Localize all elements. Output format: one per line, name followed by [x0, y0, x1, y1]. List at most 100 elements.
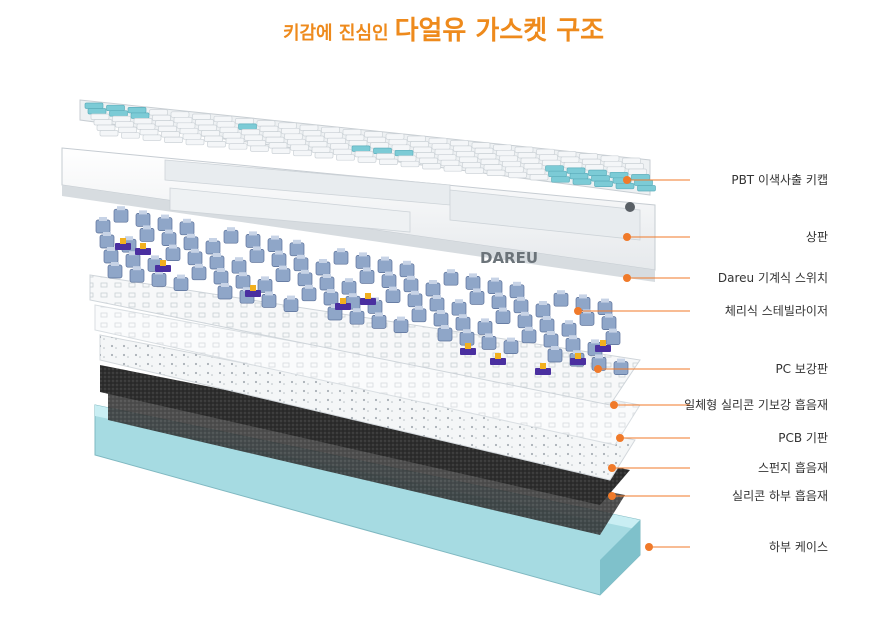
- layer-label: PCB 기판: [778, 431, 828, 445]
- keycap: [96, 124, 116, 131]
- silicone-bottom-absorber: [108, 392, 625, 535]
- switch-stem: [133, 266, 141, 271]
- stabilizer-stem: [120, 238, 126, 244]
- switch: [107, 264, 123, 279]
- switch-stem: [539, 301, 547, 305]
- keycap: [637, 185, 656, 192]
- switch-stem: [213, 253, 221, 257]
- keycap: [287, 138, 306, 146]
- switch-stem: [151, 255, 159, 260]
- switch-stem: [455, 299, 463, 304]
- keycap: [465, 167, 484, 174]
- keycap: [462, 162, 481, 169]
- keycap: [348, 140, 368, 147]
- layer-label: 하부 케이스: [769, 540, 828, 554]
- switch: [165, 247, 181, 261]
- switch: [139, 228, 155, 242]
- keycap: [118, 126, 137, 134]
- switch-stem: [139, 210, 147, 215]
- switch-stem: [473, 288, 481, 293]
- switch-stem: [129, 251, 137, 256]
- keycap: [563, 162, 583, 169]
- switch-stem: [353, 308, 361, 313]
- keycap: [499, 155, 518, 162]
- layer-label: 스펀지 흡음재: [758, 461, 828, 475]
- keycap: [572, 178, 592, 185]
- keycap: [87, 108, 107, 115]
- switch-stem: [349, 293, 357, 298]
- switch-stem: [381, 256, 389, 261]
- switch-stem: [407, 275, 415, 280]
- switch: [209, 255, 225, 270]
- keycap: [459, 156, 478, 163]
- keycap: [299, 124, 319, 131]
- switch-stem: [111, 262, 119, 266]
- keycap: [526, 168, 546, 175]
- keycap: [161, 131, 180, 138]
- layer-label: 실리콘 하부 흡음재: [732, 489, 828, 503]
- switch-stem: [301, 269, 309, 274]
- switch: [597, 301, 613, 315]
- switch: [245, 234, 261, 248]
- keycap: [238, 123, 257, 130]
- keycap: [130, 112, 150, 119]
- callout-marker: [594, 365, 602, 373]
- stabilizer-stem: [600, 340, 606, 346]
- switch: [187, 251, 203, 266]
- keycap: [477, 153, 497, 160]
- keycap: [603, 160, 623, 168]
- switch-stem: [117, 206, 125, 211]
- keycap: [536, 148, 555, 156]
- switch: [455, 316, 471, 331]
- switch: [433, 312, 449, 327]
- switch: [487, 280, 503, 294]
- switch: [183, 236, 199, 251]
- keycap: [142, 134, 162, 141]
- switch-stem: [525, 326, 533, 331]
- keycap: [354, 151, 374, 158]
- switch: [359, 270, 375, 284]
- keycap: [155, 120, 174, 127]
- switch-stem: [195, 263, 203, 268]
- keycap: [195, 119, 214, 126]
- keycap: [302, 130, 322, 137]
- switch-stem: [323, 274, 331, 278]
- switch: [443, 271, 459, 286]
- switch: [539, 318, 555, 333]
- switch: [283, 298, 299, 312]
- keycap: [471, 142, 491, 149]
- keycap: [474, 147, 494, 154]
- keycap: [502, 160, 521, 168]
- keycap: [628, 168, 647, 175]
- keycap: [545, 165, 564, 172]
- switch: [355, 255, 371, 269]
- switch-stem: [165, 229, 173, 234]
- switch: [547, 348, 563, 363]
- keycap: [311, 146, 331, 153]
- switch-stem: [169, 244, 177, 249]
- switch-stem: [429, 280, 437, 284]
- keycap: [579, 153, 598, 160]
- switch-stem: [551, 346, 559, 350]
- keycap: [634, 179, 653, 186]
- switch: [315, 261, 331, 276]
- keycap: [379, 158, 398, 165]
- switch-stem: [191, 248, 199, 253]
- keycap: [373, 147, 392, 154]
- switch: [601, 316, 617, 330]
- keycap: [305, 135, 325, 142]
- switch-stem: [433, 295, 441, 299]
- keycap: [90, 113, 110, 120]
- brand-logo: DAREU: [480, 249, 538, 267]
- switch: [157, 217, 173, 231]
- callout-marker: [608, 492, 616, 500]
- switch-stem: [125, 236, 133, 241]
- keycap: [158, 125, 177, 132]
- keycap: [99, 130, 119, 137]
- switch: [393, 319, 409, 333]
- keycap: [517, 152, 537, 159]
- switch: [217, 285, 233, 300]
- switch: [451, 301, 467, 316]
